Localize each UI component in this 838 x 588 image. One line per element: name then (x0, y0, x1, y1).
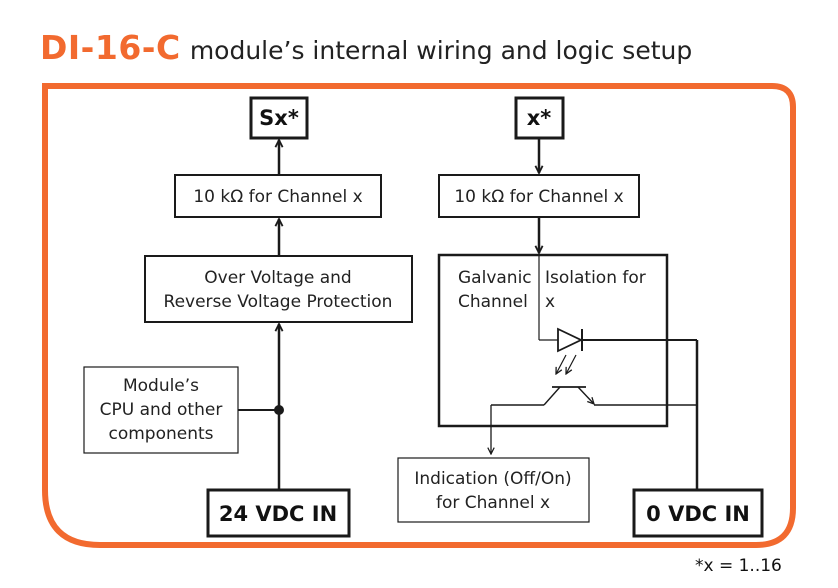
footnote: *x = 1..16 (695, 556, 782, 576)
resistor-right: 10 kΩ for Channel x (438, 174, 640, 218)
sx-terminal: Sx* (249, 96, 309, 140)
title-model: DI-16-C (40, 28, 181, 67)
vdc0-terminal: 0 VDC IN (632, 488, 764, 538)
indication-line-1: Indication (Off/On) (414, 469, 571, 489)
vdc0-label: 0 VDC IN (646, 502, 750, 526)
vdc24-terminal: 24 VDC IN (206, 488, 351, 538)
title-text: module’s internal wiring and logic setup (189, 36, 693, 65)
x-terminal-label: x* (527, 106, 552, 130)
indication-block: Indication (Off/On) for Channel x (397, 457, 590, 523)
module-outline (42, 83, 796, 548)
x-terminal: x* (514, 96, 565, 140)
phototransistor-icon (491, 386, 697, 406)
isolation-text-1a: Galvanic (458, 268, 532, 288)
module-line-3: components (108, 424, 213, 444)
indication-line-2: for Channel x (436, 493, 550, 513)
resistor-left-label: 10 kΩ for Channel x (193, 187, 362, 207)
vdc24-label: 24 VDC IN (219, 502, 337, 526)
isolation-text-1b: Isolation for (545, 268, 646, 288)
protection-line-1: Over Voltage and (204, 268, 351, 288)
isolation-block: Galvanic Isolation for Channel x (437, 253, 669, 428)
module-line-2: CPU and other (100, 400, 223, 420)
isolation-text-2b: x (545, 292, 555, 312)
light-emission-icon (556, 354, 577, 374)
junction-dot (274, 405, 284, 415)
protection-line-2: Reverse Voltage Protection (164, 292, 393, 312)
isolation-text-2a: Channel (458, 292, 528, 312)
resistor-right-label: 10 kΩ for Channel x (454, 187, 623, 207)
protection-block: Over Voltage and Reverse Voltage Protect… (144, 255, 413, 323)
resistor-left: 10 kΩ for Channel x (174, 174, 382, 218)
module-line-1: Module’s (123, 376, 199, 396)
sx-terminal-label: Sx* (259, 106, 299, 130)
led-diode-icon (557, 327, 697, 353)
page-title: DI-16-C module’s internal wiring and log… (40, 28, 692, 67)
module-cpu-block: Module’s CPU and other components (83, 366, 239, 454)
